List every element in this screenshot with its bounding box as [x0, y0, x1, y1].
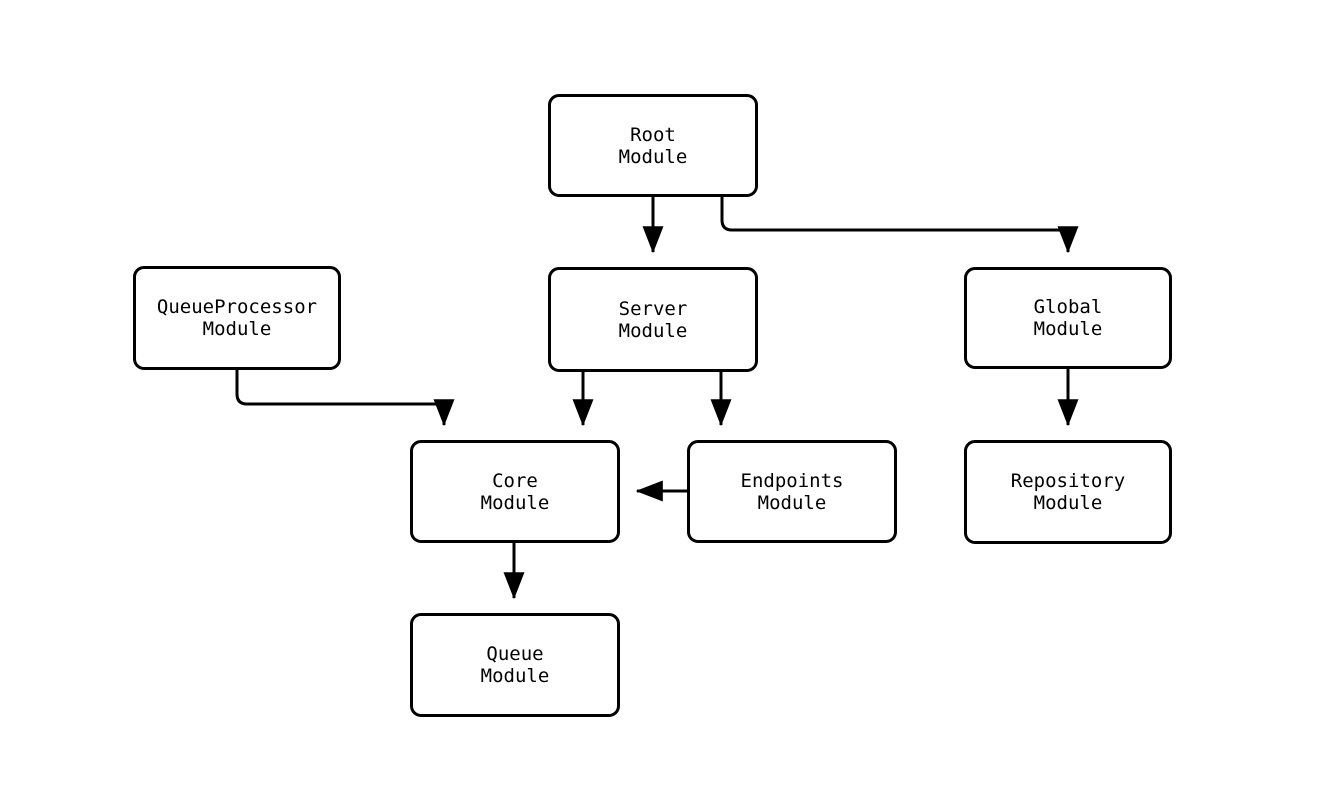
edge-paths	[235, 197, 1079, 600]
edge-root-global	[720, 197, 1079, 254]
node-label-secondary: Module	[480, 491, 550, 514]
node-label-primary: Global	[1033, 296, 1103, 318]
node-label-primary: Root	[630, 123, 676, 146]
node-label-secondary: Module	[1033, 318, 1103, 340]
node-label-secondary: Module	[618, 145, 688, 168]
node-label-primary: Endpoints	[740, 469, 844, 492]
node-label-secondary: Module	[202, 318, 272, 340]
node-label-primary: Repository	[1010, 470, 1126, 492]
node-label-primary: QueueProcessor	[156, 296, 318, 318]
node-label-primary: Core	[492, 469, 538, 492]
node-label-secondary: Module	[757, 491, 827, 514]
node-label-secondary: Module	[618, 319, 688, 342]
node-label-primary: Queue	[486, 643, 544, 665]
edge-queueprocessor-core	[235, 370, 455, 427]
node-label-primary: Server	[618, 297, 688, 320]
node-label-secondary: Module	[480, 665, 550, 687]
node-label-secondary: Module	[1033, 492, 1103, 514]
